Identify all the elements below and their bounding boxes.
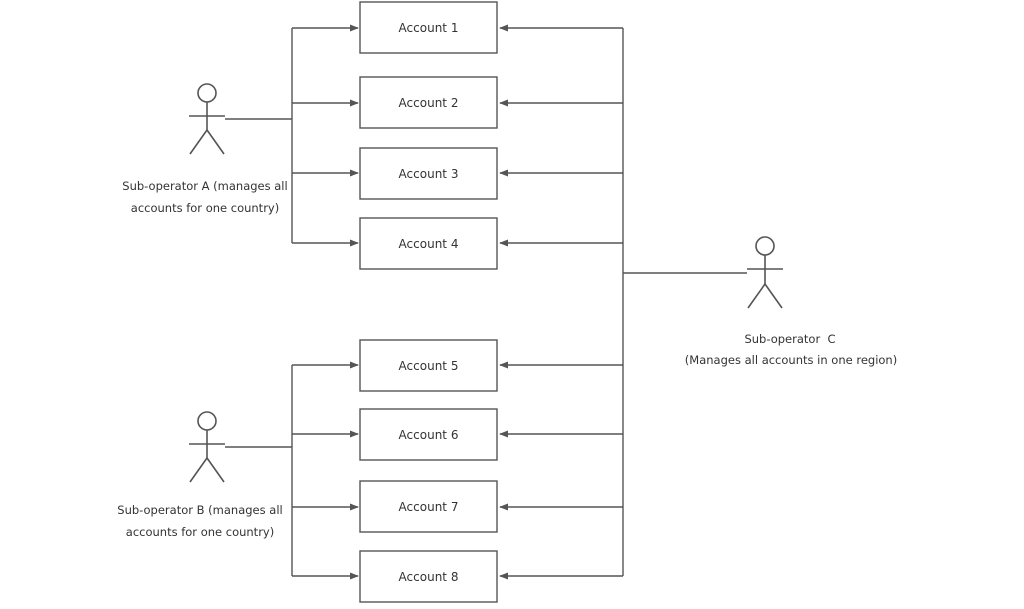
- account-box-1[interactable]: Account 1: [359, 1, 498, 54]
- actor-b-caption-line-1: Sub-operator B (manages all: [117, 503, 282, 517]
- actor-c-caption-line-2: (Manages all accounts in one region): [685, 353, 897, 367]
- connectors-actor-a: [225, 24, 359, 247]
- account-box-3[interactable]: Account 3: [359, 147, 498, 200]
- connectors-actor-b: [225, 361, 359, 580]
- actor-b[interactable]: Sub-operator B (manages all accounts for…: [117, 411, 283, 539]
- account-label-2: Account 2: [399, 96, 459, 110]
- actor-b-caption-line-2: accounts for one country): [126, 525, 274, 539]
- actor-a-caption-line-2: accounts for one country): [131, 201, 279, 215]
- account-label-5: Account 5: [399, 359, 459, 373]
- actor-a[interactable]: Sub-operator A (manages all accounts for…: [122, 83, 288, 215]
- account-box-8[interactable]: Account 8: [359, 550, 498, 603]
- account-box-2[interactable]: Account 2: [359, 76, 498, 129]
- account-label-8: Account 8: [399, 570, 459, 584]
- account-label-1: Account 1: [399, 21, 459, 35]
- actor-c-caption-line-1: Sub-operator C: [744, 332, 835, 346]
- account-box-5[interactable]: Account 5: [359, 339, 498, 392]
- account-label-7: Account 7: [399, 500, 459, 514]
- actor-a-caption-line-1: Sub-operator A (manages all: [122, 179, 287, 193]
- stick-figure-icon: [747, 236, 783, 309]
- account-label-3: Account 3: [399, 167, 459, 181]
- actor-c[interactable]: Sub-operator C (Manages all accounts in …: [685, 236, 897, 367]
- stick-figure-icon: [189, 83, 225, 155]
- account-label-6: Account 6: [399, 428, 459, 442]
- account-box-4[interactable]: Account 4: [359, 217, 498, 270]
- account-box-6[interactable]: Account 6: [359, 408, 498, 461]
- account-label-4: Account 4: [399, 237, 459, 251]
- connectors-actor-c: [499, 24, 747, 580]
- account-box-7[interactable]: Account 7: [359, 480, 498, 533]
- stick-figure-icon: [189, 411, 225, 483]
